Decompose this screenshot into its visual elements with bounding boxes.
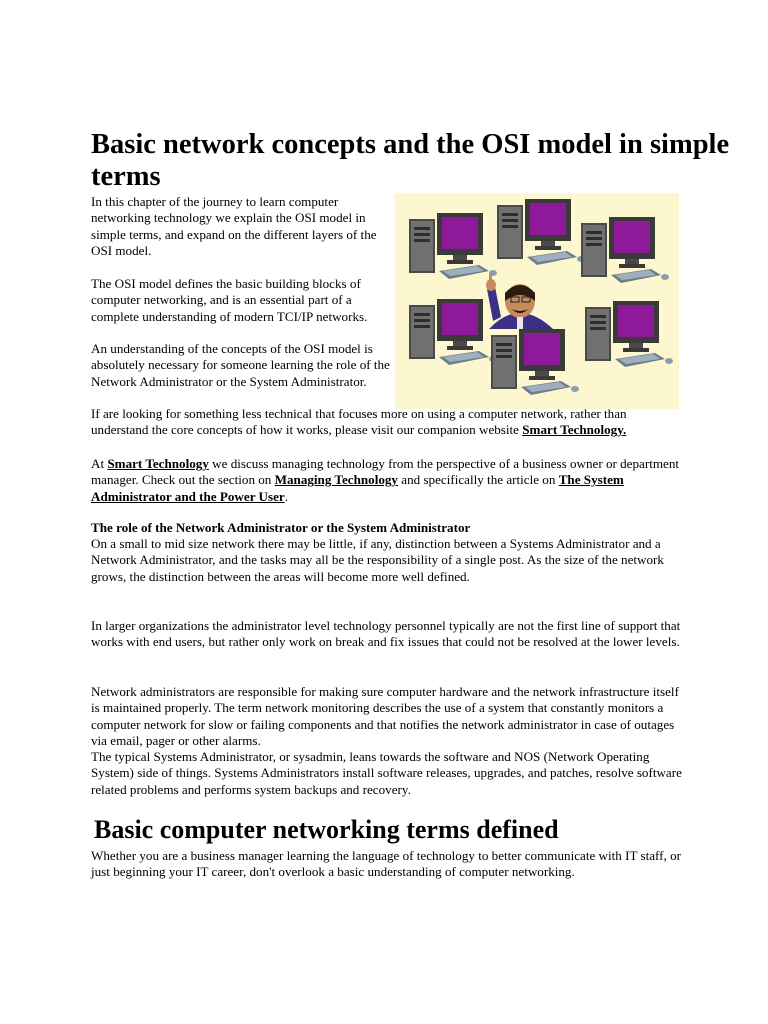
person-figure [486, 273, 553, 329]
at-suffix: . [284, 488, 289, 504]
at-mid-text: we discuss managing technology from the … [91, 456, 680, 488]
network-illustration [395, 193, 679, 409]
closing-paragraph: Whether you are a business manager learn… [91, 848, 681, 880]
at-mid-text-2: and specifically the article on [397, 472, 559, 488]
osi-paragraph: The OSI model defines the basic building… [91, 276, 368, 324]
companion-paragraph: If are looking for something less techni… [91, 406, 681, 439]
smart-technology-link-2[interactable]: Smart Technology [107, 456, 209, 471]
network-admin-paragraph: Network administrators are responsible f… [91, 684, 679, 748]
role-paragraph: On a small to mid size network there may… [91, 536, 664, 584]
companion-text: If are looking for something less techni… [91, 406, 627, 438]
network-computers-image [409, 199, 673, 395]
at-prefix: At [91, 456, 108, 471]
managing-paragraph: At Smart Technology we discuss managing … [91, 456, 685, 505]
section-heading: Basic computer networking terms defined [94, 815, 559, 844]
managing-technology-link[interactable]: Managing Technology [274, 472, 398, 488]
role-heading: The role of the Network Administrator or… [91, 520, 471, 535]
sysadmin-power-user-link[interactable]: The System Administrator and the Power U… [91, 472, 624, 504]
larger-org-paragraph: In larger organizations the administrato… [91, 618, 681, 650]
page-title: Basic network concepts and the OSI model… [91, 129, 730, 192]
smart-technology-link[interactable]: Smart Technology. [522, 422, 627, 438]
understanding-paragraph: An understanding of the concepts of the … [91, 341, 390, 389]
intro-paragraph: In this chapter of the journey to learn … [91, 194, 377, 258]
sysadmin-paragraph: The typical Systems Administrator, or sy… [91, 749, 682, 797]
